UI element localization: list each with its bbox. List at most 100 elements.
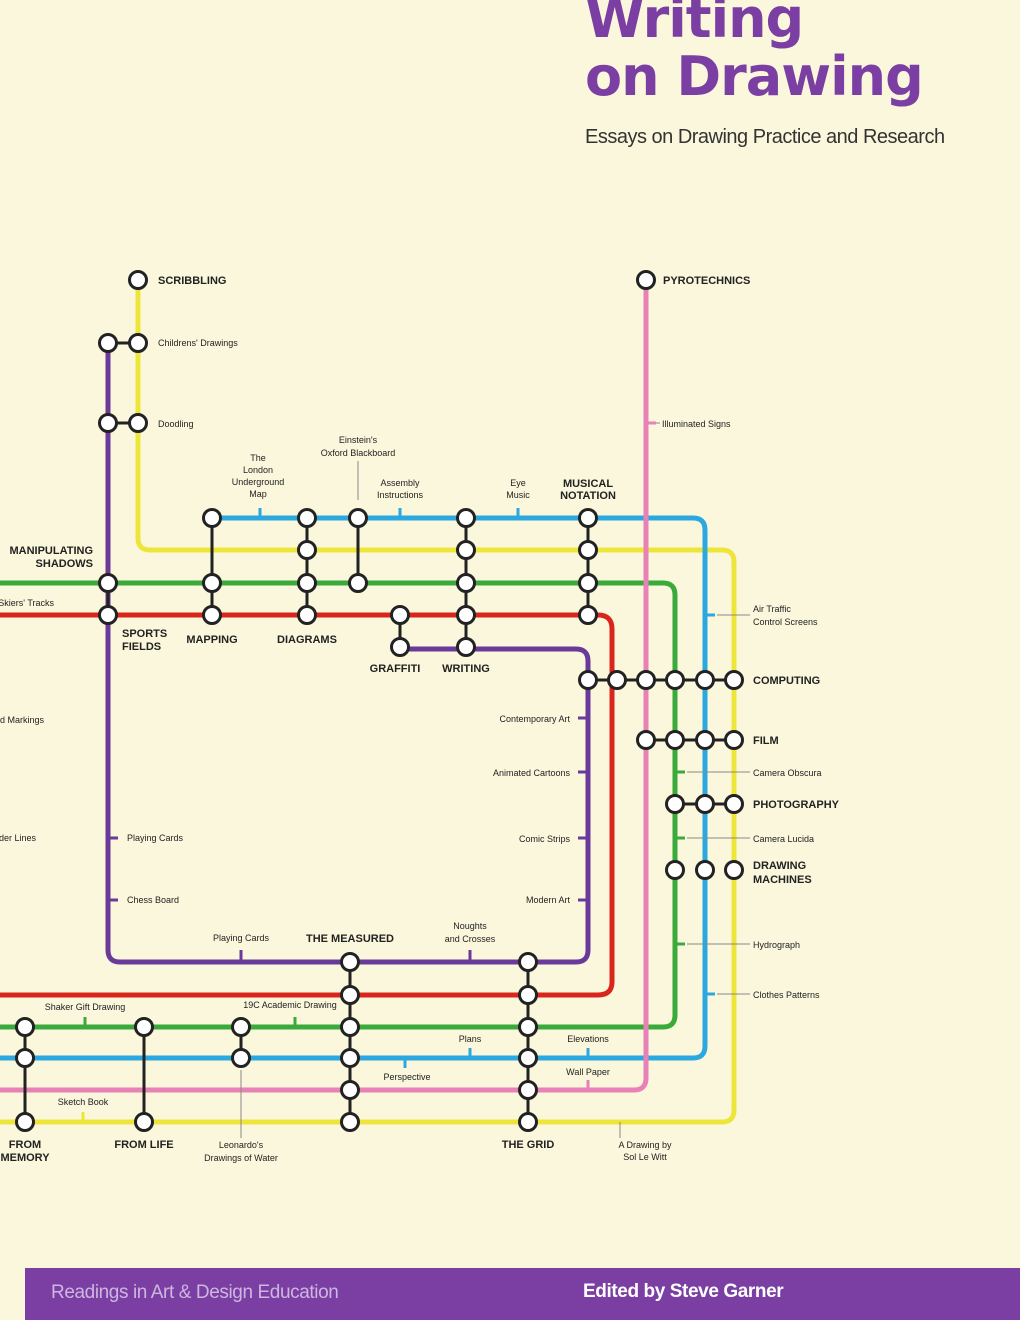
station-node <box>518 985 538 1005</box>
station-node <box>695 794 715 814</box>
station-node <box>695 860 715 880</box>
station-node <box>128 413 148 433</box>
station-node <box>456 605 476 625</box>
station-node <box>578 605 598 625</box>
stop-label: Camera Lucida <box>753 834 814 844</box>
station-label: PYROTECHNICS <box>663 275 750 287</box>
stop-label: Plans <box>459 1034 482 1044</box>
stop-label: Leonardo's <box>219 1140 264 1150</box>
station-label: FROM <box>9 1139 41 1151</box>
station-node <box>456 508 476 528</box>
station-node <box>98 333 118 353</box>
station-label: WRITING <box>442 663 490 675</box>
stop-label: d Markings <box>0 715 45 725</box>
station-node <box>518 1017 538 1037</box>
footer-band: Readings in Art & Design Education Edite… <box>25 1268 1020 1320</box>
stop-label: Doodling <box>158 419 194 429</box>
station-node <box>665 794 685 814</box>
stop-label: Comic Strips <box>519 834 571 844</box>
station-label: DIAGRAMS <box>277 634 337 646</box>
cover-title: Writing on Drawing <box>585 0 924 108</box>
station-label: MAPPING <box>186 634 237 646</box>
station-node <box>134 1017 154 1037</box>
stop-label: Eye <box>510 478 526 488</box>
stop-label: Childrens' Drawings <box>158 338 238 348</box>
stop-label: Clothes Patterns <box>753 990 820 1000</box>
station-label: FIELDS <box>122 641 161 653</box>
station-node <box>518 1080 538 1100</box>
station-node <box>202 573 222 593</box>
stop-label: A Drawing by <box>618 1140 672 1150</box>
stop-label: Playing Cards <box>213 933 270 943</box>
stop-label: Air Traffic <box>753 604 791 614</box>
station-node <box>636 270 656 290</box>
line-blue <box>0 515 708 1061</box>
cover-subtitle: Essays on Drawing Practice and Research <box>585 126 945 148</box>
stop-label: Hydrograph <box>753 940 800 950</box>
station-node <box>128 333 148 353</box>
station-label: DRAWING <box>753 860 806 872</box>
stop-label: London <box>243 465 273 475</box>
station-label: SPORTS <box>122 628 167 640</box>
station-node <box>518 1048 538 1068</box>
stop-label: Assembly <box>380 478 420 488</box>
stop-label: Underground <box>232 477 285 487</box>
stop-label: Camera Obscura <box>753 768 822 778</box>
station-label: THE GRID <box>502 1139 555 1151</box>
title-line-2: on Drawing <box>585 45 924 108</box>
station-node <box>636 670 656 690</box>
station-node <box>724 730 744 750</box>
station-node <box>297 508 317 528</box>
station-label: MEMORY <box>0 1152 50 1164</box>
station-node <box>231 1048 251 1068</box>
station-node <box>518 1112 538 1132</box>
station-node <box>607 670 627 690</box>
station-node <box>518 952 538 972</box>
station-node <box>340 952 360 972</box>
transit-map-diagram: SCRIBBLING PYROTECHNICS MUSICAL NOTATION… <box>0 270 840 1164</box>
station-node <box>665 860 685 880</box>
station-node <box>98 413 118 433</box>
stop-label: Sketch Book <box>58 1097 109 1107</box>
station-node <box>15 1048 35 1068</box>
stop-label: Animated Cartoons <box>493 768 571 778</box>
station-node <box>578 508 598 528</box>
station-label: MACHINES <box>753 874 812 886</box>
stop-label: Oxford Blackboard <box>321 448 396 458</box>
station-node <box>456 540 476 560</box>
stop-label: Control Screens <box>753 617 818 627</box>
station-node <box>578 573 598 593</box>
station-label: THE MEASURED <box>306 933 394 945</box>
stop-label: Shaker Gift Drawing <box>45 1002 126 1012</box>
editor-credit: Edited by Steve Garner <box>583 1281 784 1302</box>
title-line-1: Writing <box>585 0 804 50</box>
station-label: FILM <box>753 735 779 747</box>
station-node <box>665 730 685 750</box>
stop-label: Modern Art <box>526 895 571 905</box>
station-node <box>297 605 317 625</box>
station-node <box>15 1017 35 1037</box>
station-label: MUSICAL <box>563 478 613 490</box>
stop-label: Chess Board <box>127 895 179 905</box>
line-red <box>0 612 615 998</box>
stop-label: Wall Paper <box>566 1067 610 1077</box>
stop-label: and Crosses <box>445 934 496 944</box>
station-node <box>695 730 715 750</box>
station-node <box>348 508 368 528</box>
station-node <box>724 794 744 814</box>
station-node <box>695 670 715 690</box>
line-purple <box>105 343 591 965</box>
station-label: COMPUTING <box>753 675 820 687</box>
station-node <box>456 637 476 657</box>
stop-label: Perspective <box>383 1072 430 1082</box>
station-label: SCRIBBLING <box>158 275 226 287</box>
station-node <box>231 1017 251 1037</box>
station-node <box>98 605 118 625</box>
station-node <box>724 670 744 690</box>
stop-label: Map <box>249 489 267 499</box>
station-node <box>636 730 656 750</box>
station-label: GRAFFITI <box>370 663 421 675</box>
station-node <box>456 573 476 593</box>
station-node <box>15 1112 35 1132</box>
